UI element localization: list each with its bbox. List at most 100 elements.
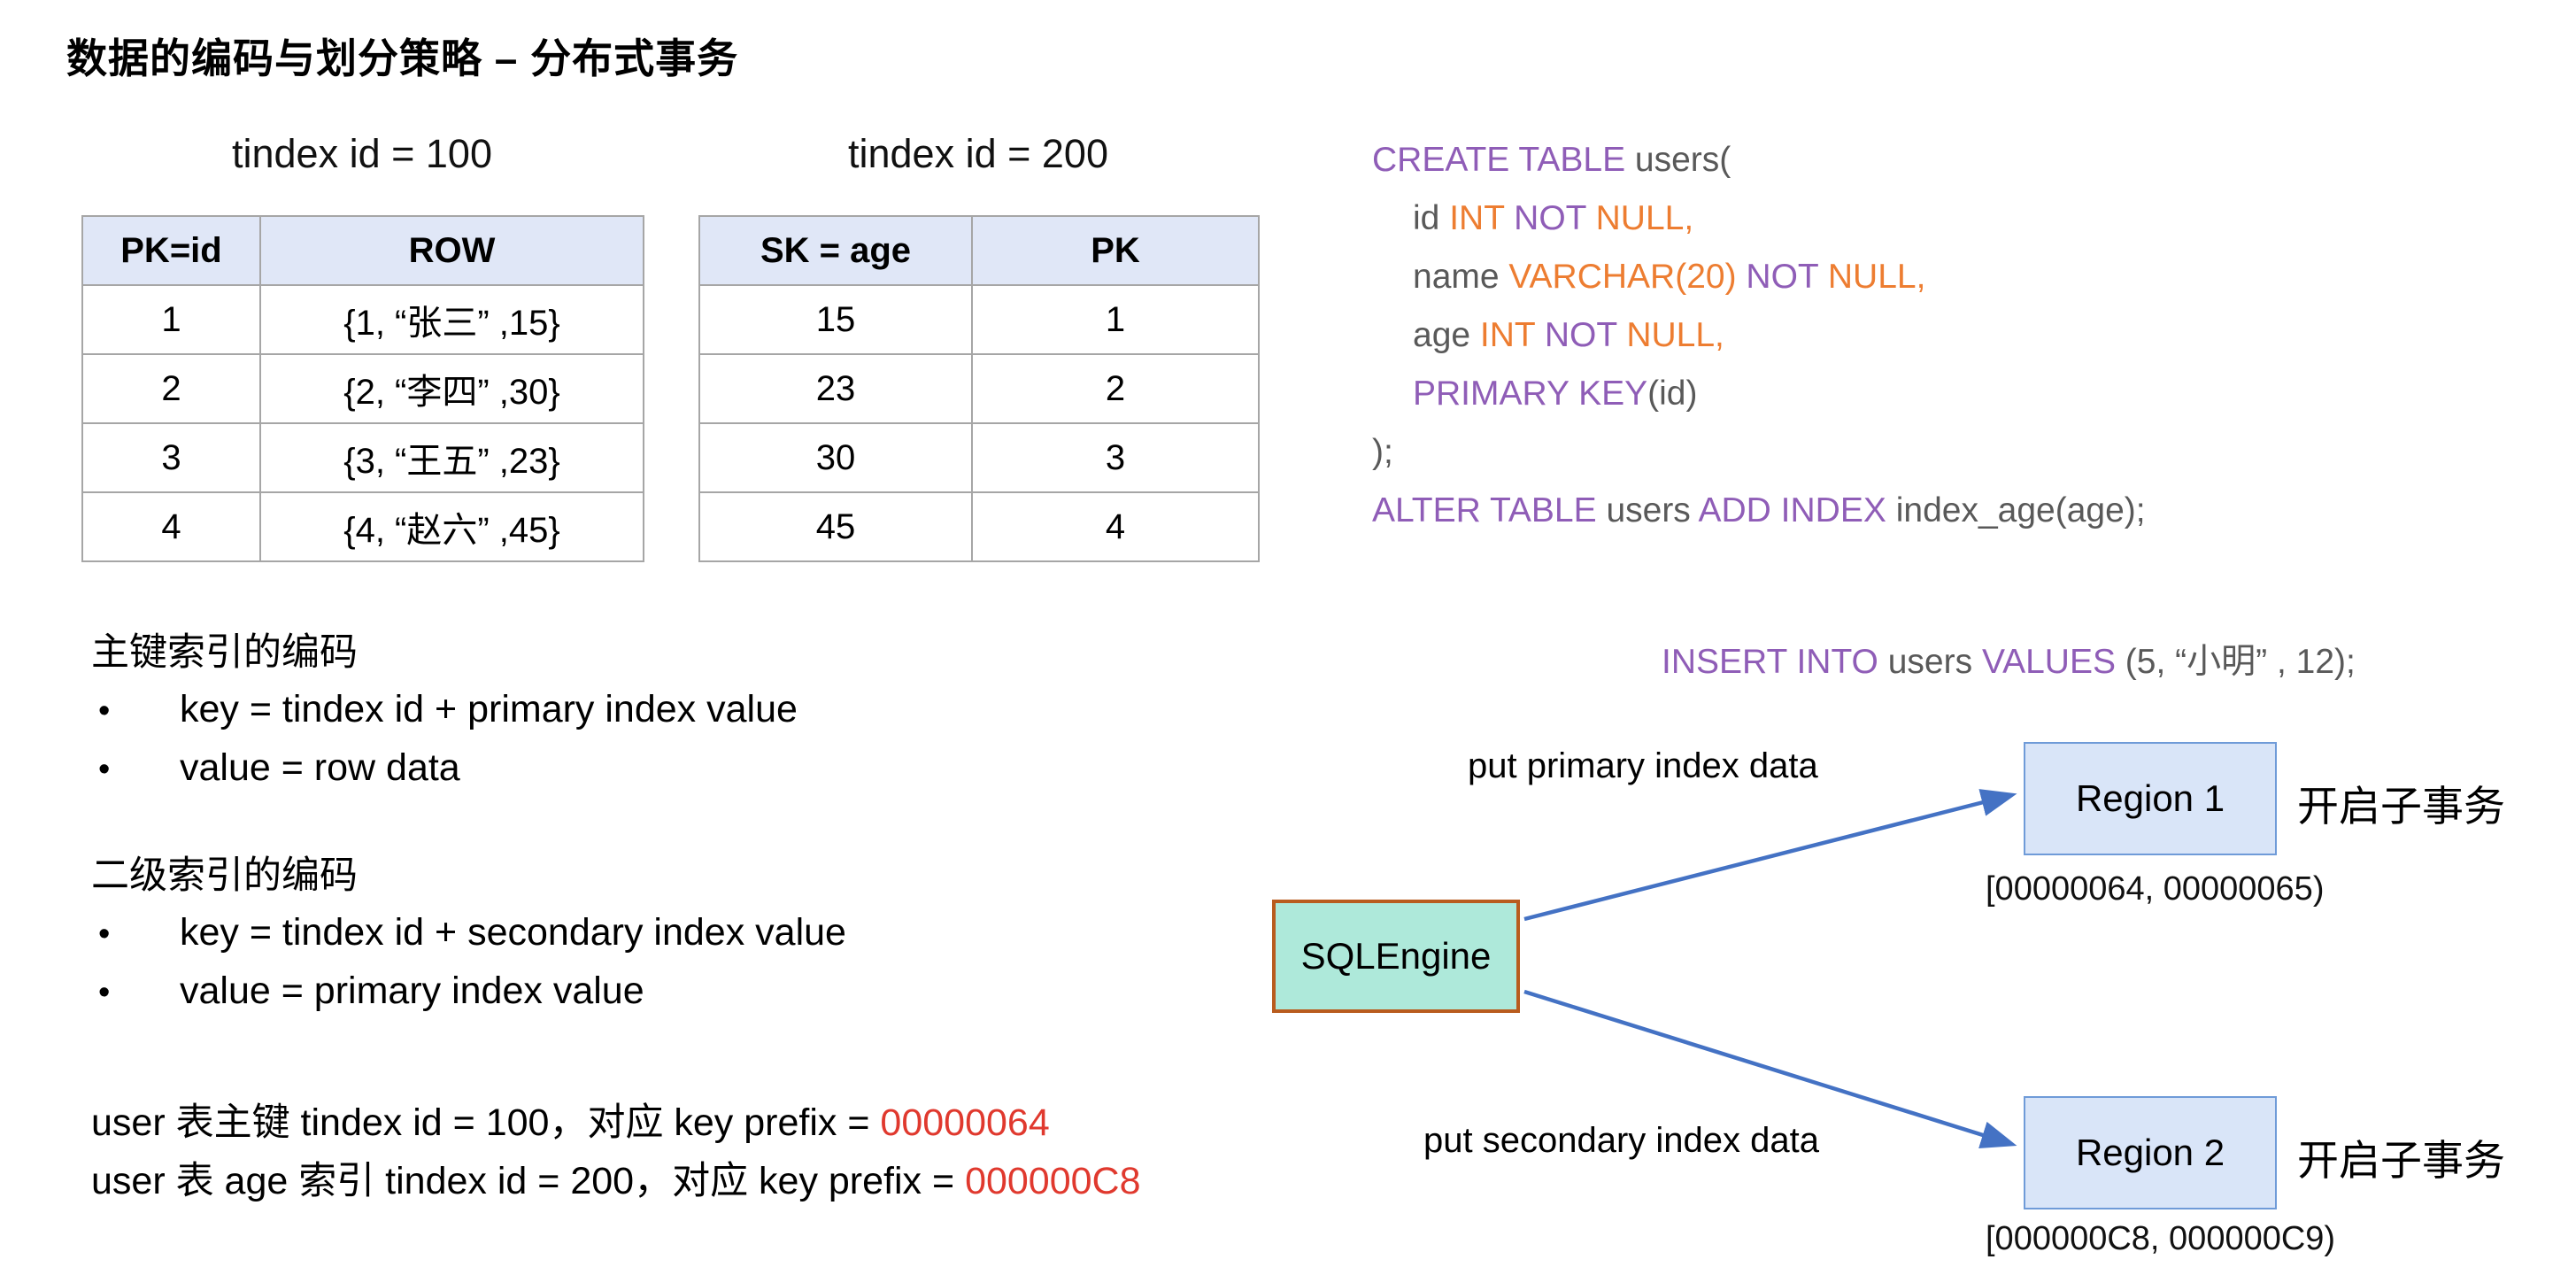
key-prefix-notes: user 表主键 tindex id = 100，对应 key prefix =… [91, 1093, 1141, 1210]
region-1-label: Region 1 [2075, 777, 2225, 819]
encoding-notes: 主键索引的编码 • key = tindex id + primary index… [91, 624, 846, 1021]
sql-token: INT [1449, 199, 1515, 237]
table-cell: {2, “李四” ,30} [259, 353, 644, 424]
sql-token: users( [1625, 141, 1731, 179]
sql-token: ADD INDEX [1698, 491, 1886, 529]
region-2-box: Region 2 [2024, 1096, 2277, 1209]
bullet-icon: • [98, 916, 111, 953]
region-1-range: [00000064, 00000065) [1986, 870, 2325, 908]
column-header: ROW [259, 215, 644, 286]
key-prefix-line: user 表主键 tindex id = 100，对应 key prefix =… [91, 1093, 1141, 1152]
table-cell: {1, “张三” ,15} [259, 284, 644, 355]
sql-token: PRIMARY KEY [1413, 375, 1648, 413]
table-cell: 2 [81, 353, 261, 424]
sql-token: (id) [1647, 375, 1698, 413]
insert-statement: INSERT INTO users VALUES (5, “小明” , 12); [1662, 634, 2356, 684]
note-text: user 表主键 tindex id = 100，对应 key prefix = [91, 1101, 881, 1144]
primary-encoding-heading: 主键索引的编码 [91, 631, 358, 674]
column-header: SK = age [698, 215, 973, 286]
table-row: 3{3, “王五” ,23} [81, 422, 644, 493]
sql-token: VALUES [1981, 643, 2116, 681]
key-prefix-line: user 表 age 索引 tindex id = 200，对应 key pre… [91, 1152, 1141, 1210]
table-cell: 15 [698, 284, 973, 355]
bullet-item: • key = tindex id + secondary index value [91, 904, 846, 962]
region-1-note: 开启子事务 [2297, 783, 2505, 830]
sql-token: name [1413, 258, 1509, 296]
sql-token: INSERT INTO [1662, 643, 1878, 681]
sql-code-line: id INT NOT NULL, [1372, 189, 2146, 248]
sql-token: ALTER TABLE [1372, 491, 1597, 529]
region-2-range: [000000C8, 000000C9) [1986, 1220, 2336, 1257]
table-cell: 2 [971, 353, 1260, 424]
table-cell: 30 [698, 422, 973, 493]
table-cell: 45 [698, 491, 973, 562]
sql-token: NULL, [1827, 258, 1926, 296]
bullet-item: • value = row data [91, 739, 846, 798]
table-cell: {4, “赵六” ,45} [259, 491, 644, 562]
bullet-item: • value = primary index value [91, 962, 846, 1021]
bullet-text: key = tindex id + secondary index value [180, 911, 846, 954]
sql-token: NOT [1514, 199, 1596, 237]
table-header-row: PK=id ROW [81, 215, 644, 286]
region-2-label: Region 2 [2075, 1132, 2225, 1173]
secondary-table-caption: tindex id = 200 [848, 131, 1108, 176]
sql-engine-box: SQLEngine [1272, 900, 1520, 1013]
table-row: 1{1, “张三” ,15} [81, 284, 644, 355]
bullet-icon: • [98, 751, 111, 788]
table-cell: 4 [81, 491, 261, 562]
sql-token: NULL, [1626, 316, 1724, 354]
primary-index-table: PK=id ROW 1{1, “张三” ,15}2{2, “李四” ,30}3{… [81, 215, 644, 562]
key-prefix-value: 00000064 [880, 1101, 1050, 1144]
sql-token: NOT [1746, 258, 1828, 296]
sql-token: users [1596, 491, 1699, 529]
primary-table-caption: tindex id = 100 [232, 131, 492, 176]
sql-token: NOT [1544, 316, 1627, 354]
sql-code-line: name VARCHAR(20) NOT NULL, [1372, 248, 2146, 306]
sql-code-line: age INT NOT NULL, [1372, 306, 2146, 365]
table-cell: {3, “王五” ,23} [259, 422, 644, 493]
sql-token: index_age(age); [1886, 491, 2146, 529]
table-row: 4{4, “赵六” ,45} [81, 491, 644, 562]
bullet-icon: • [98, 974, 111, 1011]
sql-engine-label: SQLEngine [1300, 935, 1492, 977]
arrow-primary-index [1523, 789, 2017, 922]
table-cell: 3 [971, 422, 1260, 493]
page-title: 数据的编码与划分策略 – 分布式事务 [66, 35, 739, 81]
bullet-text: key = tindex id + primary index value [180, 688, 798, 730]
secondary-encoding-bullets: • key = tindex id + secondary index value… [91, 904, 846, 1021]
column-header: PK=id [81, 215, 261, 286]
bullet-item: • key = tindex id + primary index value [91, 681, 846, 739]
table-header-row: SK = age PK [698, 215, 1260, 286]
sql-code-line: CREATE TABLE users( [1372, 131, 2146, 189]
sql-token: VARCHAR(20) [1508, 258, 1747, 296]
table-cell: 3 [81, 422, 261, 493]
table-cell: 23 [698, 353, 973, 424]
note-text: user 表 age 索引 tindex id = 200，对应 key pre… [91, 1160, 966, 1202]
primary-encoding-bullets: • key = tindex id + primary index value • v… [91, 681, 846, 798]
table-cell: 4 [971, 491, 1260, 562]
region-2-note: 开启子事务 [2297, 1137, 2505, 1184]
sql-token: (5, “小明” , 12); [2115, 643, 2356, 681]
secondary-encoding-block: 二级索引的编码 •key = tindex id + secondary ind… [91, 847, 846, 1021]
region-1-box: Region 1 [2024, 742, 2277, 855]
column-header: PK [971, 215, 1260, 286]
sql-token: NULL, [1595, 199, 1694, 237]
sql-token: age [1413, 316, 1480, 354]
sql-token: users [1878, 643, 1982, 681]
sql-token: CREATE TABLE [1372, 141, 1626, 179]
sql-token: INT [1479, 316, 1545, 354]
table-row: 2{2, “李四” ,30} [81, 353, 644, 424]
bullet-text: value = row data [180, 746, 460, 789]
bullet-icon: • [98, 692, 111, 730]
table-cell: 1 [81, 284, 261, 355]
key-prefix-value: 000000C8 [965, 1160, 1141, 1202]
bullet-text: value = primary index value [180, 970, 644, 1012]
arrow-label-secondary: put secondary index data [1423, 1121, 1819, 1160]
sql-code-block: CREATE TABLE users(id INT NOT NULL,name … [1372, 131, 2146, 540]
arrow-label-primary: put primary index data [1468, 746, 1818, 785]
